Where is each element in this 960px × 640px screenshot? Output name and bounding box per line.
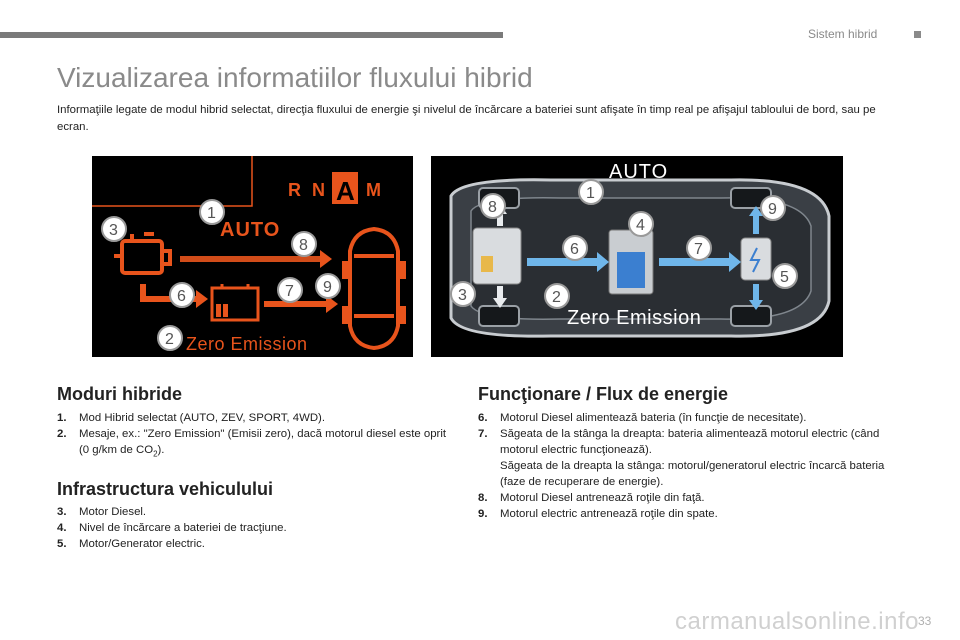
- svg-text:9: 9: [768, 201, 777, 218]
- callout-5: 5: [772, 263, 798, 289]
- engine-icon: [472, 227, 522, 285]
- svg-text:3: 3: [109, 222, 118, 239]
- mode-label: AUTO: [609, 161, 668, 183]
- mode-label: AUTO: [220, 219, 280, 241]
- list-item: 6.Motorul Diesel alimentează bateria (în…: [478, 412, 807, 424]
- gear-r: R: [288, 180, 301, 200]
- callout-9: 9: [315, 273, 341, 299]
- energy-flow-arrows: [527, 206, 763, 310]
- section-marker: [914, 31, 921, 38]
- callout-7: 7: [686, 235, 712, 261]
- list-item: 9.Motorul electric antrenează roţile din…: [478, 508, 718, 520]
- list-item: 4.Nivel de încărcare a bateriei de tracţ…: [57, 522, 287, 534]
- callout-9: 9: [760, 195, 786, 221]
- gear-a: A: [336, 176, 355, 206]
- svg-text:3: 3: [458, 287, 467, 304]
- list-item: 2.Mesaje, ex.: "Zero Emission" (Emisii z…: [57, 428, 447, 459]
- list-item: 1.Mod Hibrid selectat (AUTO, ZEV, SPORT,…: [57, 412, 326, 424]
- callout-8: 8: [480, 193, 506, 219]
- screen-display-figure: AUTO Zero Emission 1 2 3 4 5 6 7 8 9: [431, 156, 843, 357]
- svg-text:4: 4: [636, 217, 645, 234]
- zero-emission-label: Zero Emission: [567, 307, 701, 329]
- callout-2: 2: [157, 325, 183, 351]
- callout-4: 4: [628, 211, 654, 237]
- functionare-list: 6.Motorul Diesel alimentează bateria (în…: [478, 410, 888, 522]
- page-title: Vizualizarea informatiilor fluxului hibr…: [57, 62, 533, 93]
- svg-text:6: 6: [570, 241, 579, 258]
- page-number: 33: [918, 614, 932, 628]
- callout-8: 8: [291, 231, 317, 257]
- callout-2: 2: [544, 283, 570, 309]
- instrument-display-figure: R N A M AUTO: [92, 156, 413, 357]
- infra-list: 3.Motor Diesel. 4.Nivel de încărcare a b…: [57, 504, 457, 552]
- section-title-functionare: Funcţionare / Flux de energie: [478, 384, 729, 404]
- battery-to-wheels-arrow: [264, 295, 338, 313]
- list-item: 7.Săgeata de la stânga la dreapta: bater…: [478, 428, 885, 488]
- svg-text:5: 5: [780, 269, 789, 286]
- svg-text:1: 1: [586, 185, 595, 202]
- intro-paragraph: Informaţiile legate de modul hibrid sele…: [57, 104, 876, 133]
- zero-emission-label: Zero Emission: [186, 334, 308, 354]
- diesel-to-battery-arrow: [140, 284, 208, 308]
- section-title-moduri: Moduri hibride: [57, 384, 182, 404]
- wheels: [478, 187, 772, 327]
- battery-icon: [210, 284, 260, 322]
- svg-text:6: 6: [177, 288, 186, 305]
- gear-m: M: [366, 180, 381, 200]
- list-item: 3.Motor Diesel.: [57, 506, 147, 518]
- moduri-list: 1.Mod Hibrid selectat (AUTO, ZEV, SPORT,…: [57, 410, 457, 462]
- callout-1: 1: [578, 179, 604, 205]
- svg-text:8: 8: [488, 199, 497, 216]
- svg-text:7: 7: [285, 283, 294, 300]
- gear-n: N: [312, 180, 325, 200]
- car-icon: [348, 226, 400, 351]
- display-frame-line: [92, 156, 253, 207]
- list-item: 5.Motor/Generator electric.: [57, 538, 205, 550]
- gear-selected-box: [332, 172, 358, 204]
- svg-text:2: 2: [552, 289, 561, 306]
- header-bar: [0, 32, 503, 38]
- engine-icon: [114, 232, 172, 275]
- callout-7: 7: [277, 277, 303, 303]
- svg-text:8: 8: [299, 237, 308, 254]
- diesel-to-wheels-arrow: [180, 250, 332, 268]
- callout-6: 6: [562, 235, 588, 261]
- svg-text:9: 9: [323, 279, 332, 296]
- svg-text:7: 7: [694, 241, 703, 258]
- callout-1: 1: [199, 199, 225, 225]
- svg-text:2: 2: [165, 331, 174, 348]
- section-title-infra: Infrastructura vehiculului: [57, 479, 274, 499]
- section-label: Sistem hibrid: [808, 27, 878, 41]
- list-item: 8.Motorul Diesel antrenează roţile din f…: [478, 492, 705, 504]
- callout-3: 3: [450, 281, 476, 307]
- callout-3: 3: [101, 216, 127, 242]
- watermark: carmanualsonline.info: [675, 608, 919, 635]
- svg-text:1: 1: [207, 205, 216, 222]
- callout-6: 6: [169, 282, 195, 308]
